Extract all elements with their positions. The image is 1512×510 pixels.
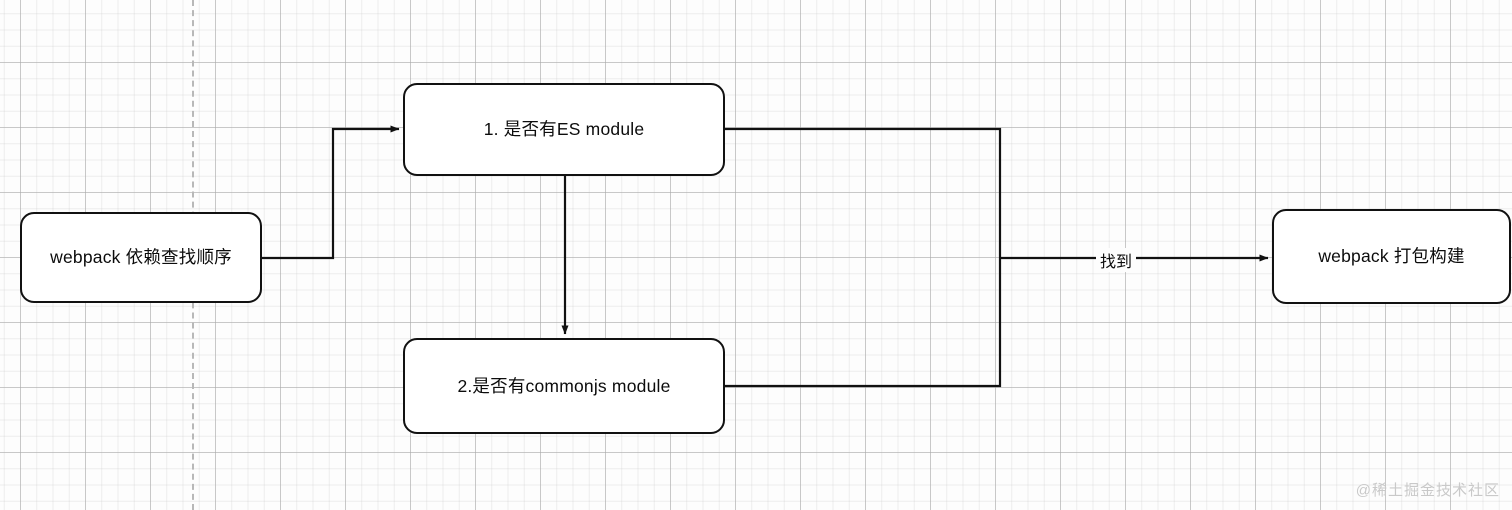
node-label: 1. 是否有ES module xyxy=(483,119,645,140)
node-label: webpack 打包构建 xyxy=(1318,246,1465,267)
node-has-es-module[interactable]: 1. 是否有ES module xyxy=(403,83,725,176)
watermark: @稀土掘金技术社区 xyxy=(1355,482,1500,499)
node-webpack-dependency-order[interactable]: webpack 依赖查找顺序 xyxy=(20,212,262,303)
node-label: webpack 依赖查找顺序 xyxy=(50,247,232,268)
edge-start-to-es xyxy=(262,125,400,260)
node-webpack-bundle-build[interactable]: webpack 打包构建 xyxy=(1272,209,1511,304)
edge-es-to-junction xyxy=(725,127,1002,258)
edge-cjs-to-junction xyxy=(725,258,1002,388)
node-label: 2.是否有commonjs module xyxy=(457,375,671,396)
edge-label-found: 找到 xyxy=(1096,248,1137,272)
node-has-commonjs-module[interactable]: 2.是否有commonjs module xyxy=(403,338,725,434)
